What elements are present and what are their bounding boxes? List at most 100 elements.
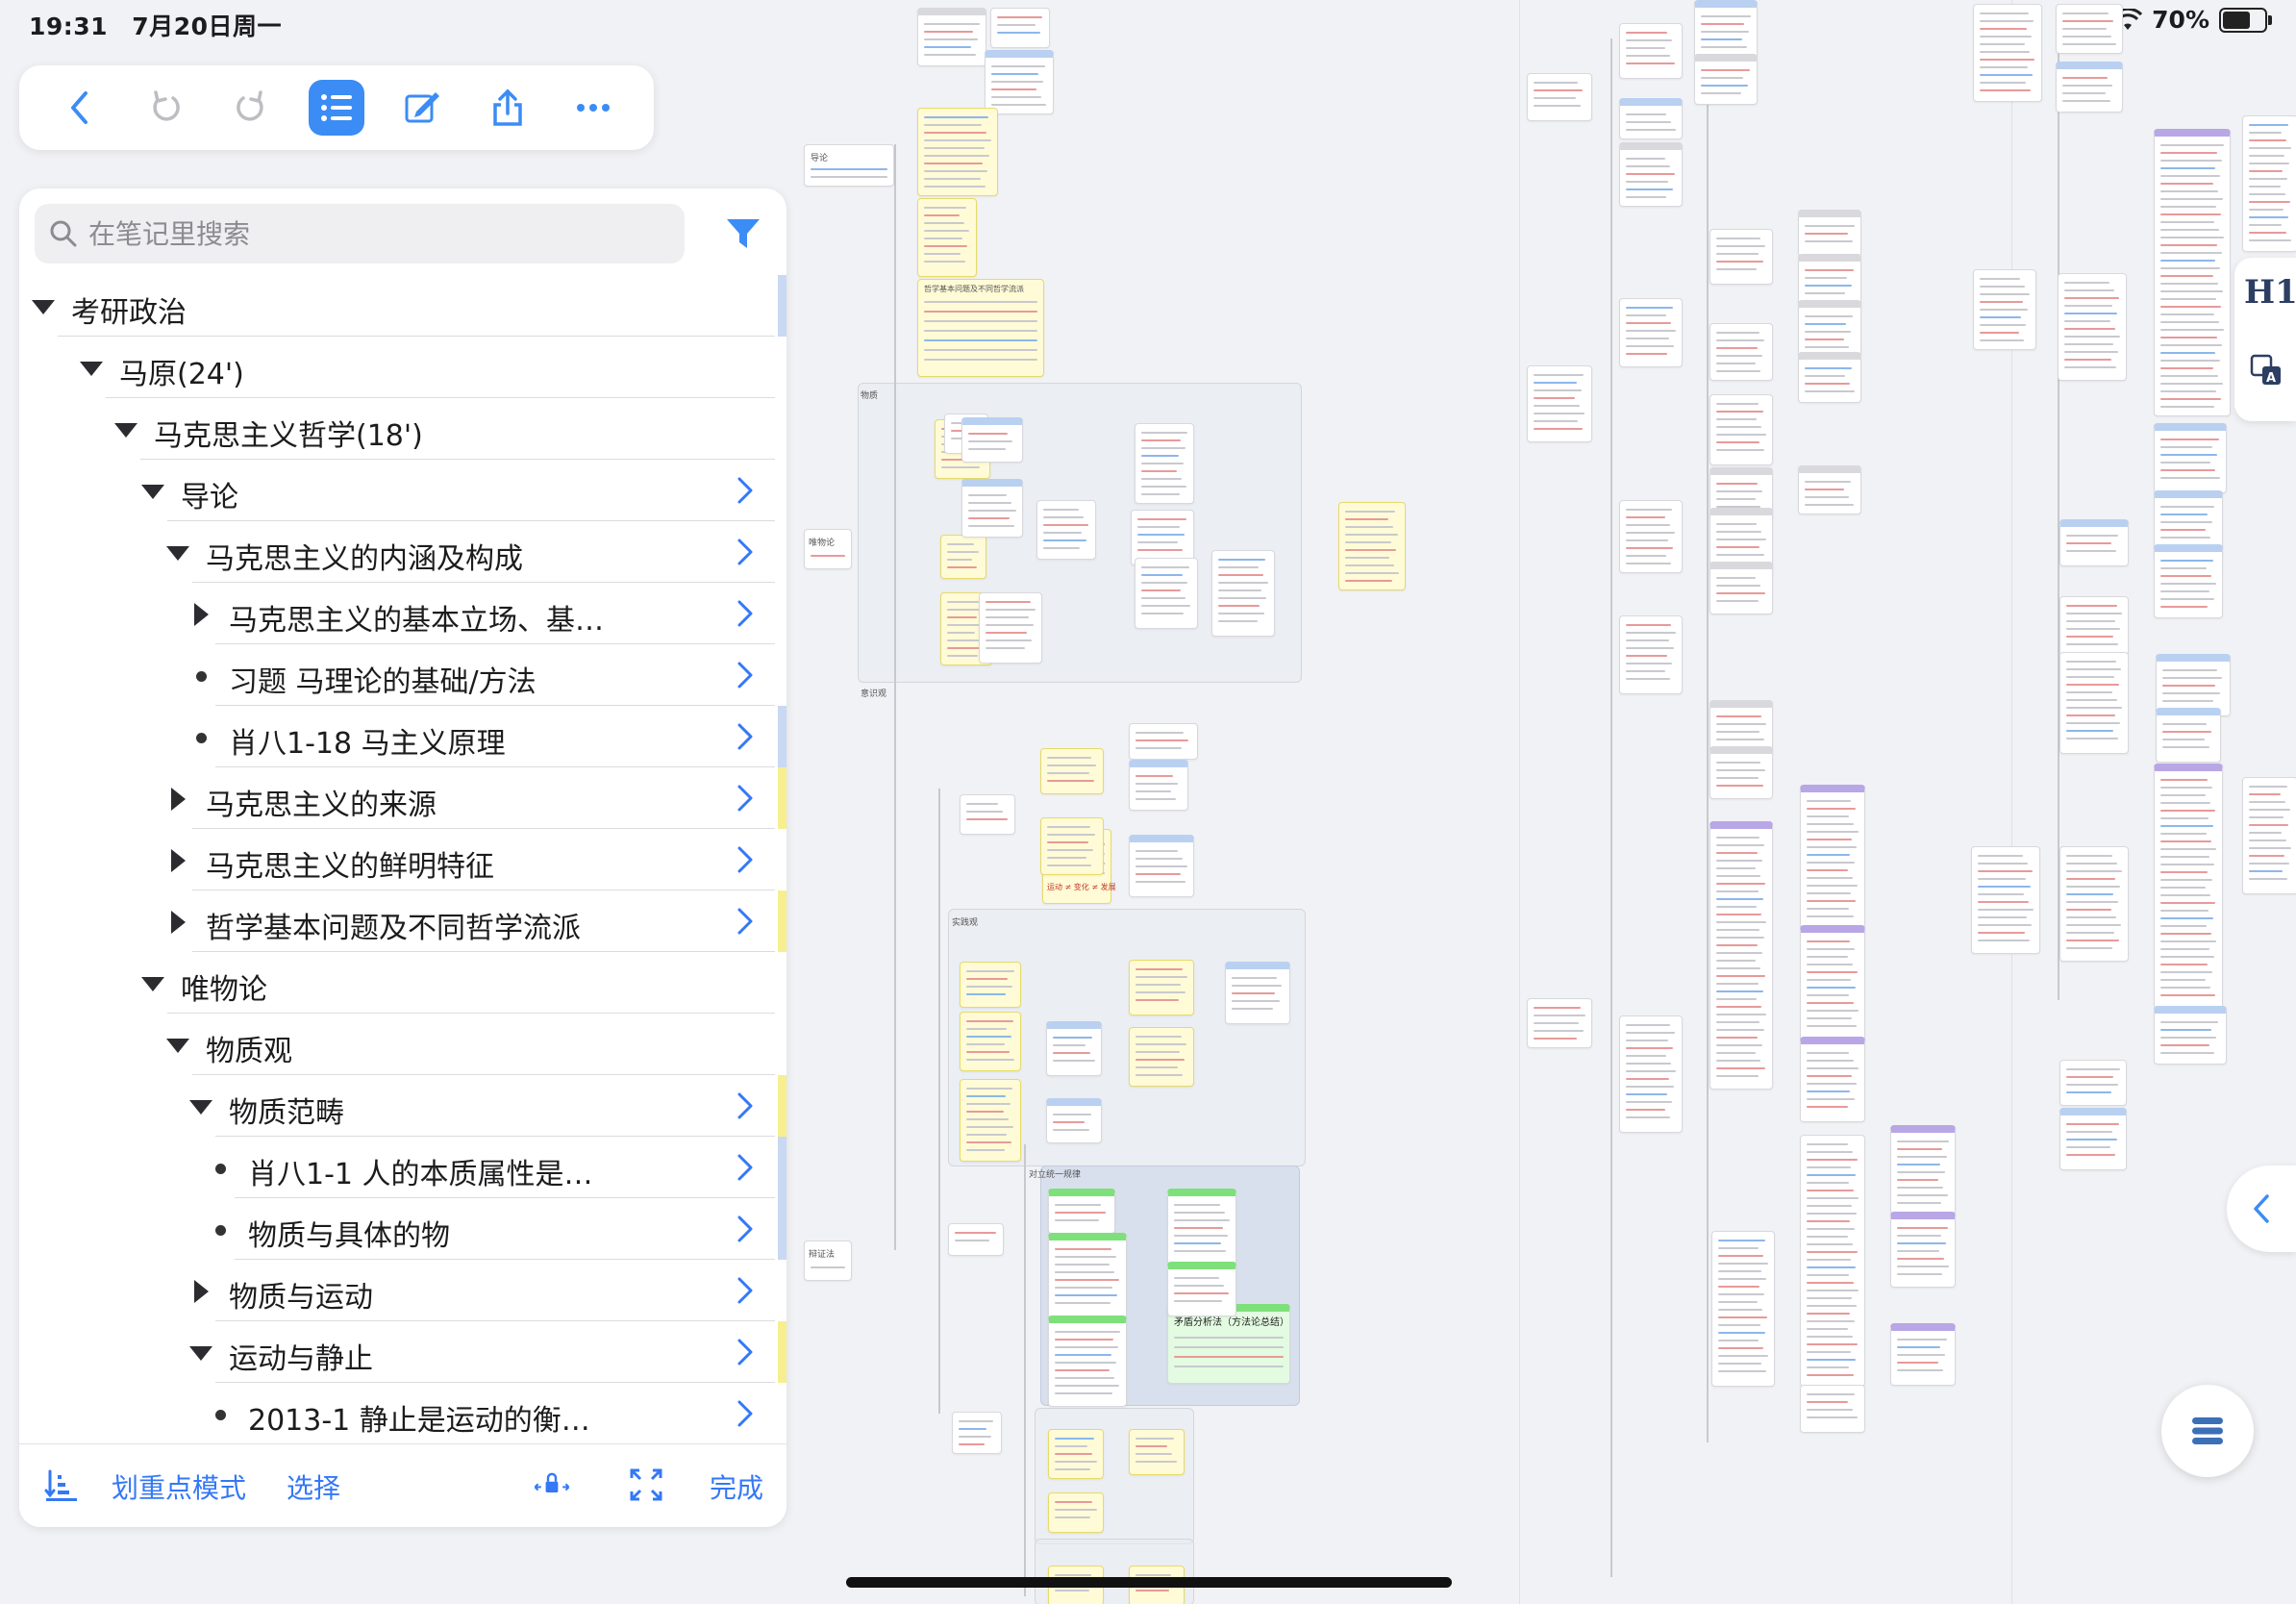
mindmap-note-card[interactable] — [1129, 960, 1194, 1015]
mindmap-note-card[interactable] — [1040, 817, 1104, 875]
mindmap-note-card[interactable] — [2059, 596, 2129, 656]
mindmap-note-card[interactable] — [2059, 1060, 2127, 1106]
mindmap-topic[interactable]: 辩证法 — [804, 1241, 852, 1281]
done-button[interactable]: 完成 — [710, 1472, 764, 1504]
mindmap-note-card[interactable] — [2156, 654, 2231, 716]
mindmap-note-card[interactable] — [1800, 785, 1865, 928]
mindmap-note-card[interactable] — [1619, 142, 1683, 207]
mindmap-note-card[interactable] — [1973, 4, 2042, 102]
mindmap-note-card[interactable] — [1710, 746, 1773, 799]
mindmap-note-card[interactable] — [1798, 210, 1861, 257]
chevron-right-icon[interactable] — [733, 1337, 758, 1367]
mindmap-note-card[interactable] — [2154, 129, 2231, 416]
mindmap-note-card[interactable] — [1619, 615, 1683, 694]
mindmap-note-card[interactable] — [917, 8, 986, 66]
mindmap-note-card[interactable] — [1619, 23, 1683, 79]
outline-row[interactable]: 马克思主义的基本立场、基… — [19, 583, 786, 644]
mindmap-note-card[interactable] — [1798, 254, 1861, 307]
mindmap-note-card[interactable] — [2056, 62, 2123, 113]
outline-row[interactable]: 哲学基本问题及不同哲学流派 — [19, 890, 786, 952]
expand-button[interactable] — [627, 1466, 665, 1504]
mindmap-note-card[interactable] — [917, 198, 977, 277]
outline-row[interactable]: 马原(24') — [19, 337, 786, 398]
mindmap-note-card[interactable] — [1890, 1212, 1956, 1288]
mindmap-note-card[interactable] — [2059, 519, 2129, 566]
mindmap-note-card[interactable] — [2059, 1108, 2127, 1170]
mindmap-topic[interactable]: 唯物论 — [804, 529, 852, 569]
translate-icon[interactable]: A — [2250, 354, 2283, 387]
mindmap-note-card[interactable] — [1800, 1037, 1865, 1122]
mindmap-note-card[interactable] — [2056, 4, 2123, 54]
chevron-right-icon[interactable] — [733, 598, 758, 629]
mindmap-note-card[interactable] — [1135, 423, 1194, 504]
outline-row[interactable]: 物质与运动 — [19, 1260, 786, 1321]
outline-row[interactable]: 肖八1-1 人的本质属性是… — [19, 1137, 786, 1198]
mindmap-note-card[interactable] — [1710, 821, 1773, 1090]
chevron-right-icon[interactable] — [733, 660, 758, 690]
expanded-triangle-icon[interactable] — [77, 354, 106, 383]
mindmap-note-card[interactable] — [1710, 562, 1773, 614]
expanded-triangle-icon[interactable] — [138, 969, 167, 998]
mindmap-note-card[interactable] — [948, 1223, 1004, 1256]
mindmap-note-card[interactable] — [2156, 708, 2221, 763]
mindmap-note-card[interactable] — [1619, 298, 1683, 367]
mindmap-note-card[interactable] — [1710, 394, 1773, 465]
search-field[interactable] — [35, 204, 685, 263]
mindmap-note-card[interactable] — [985, 50, 1054, 114]
mindmap-note-card[interactable] — [990, 8, 1050, 48]
mindmap-note-card[interactable] — [2242, 115, 2296, 252]
outline-row[interactable]: 物质观 — [19, 1014, 786, 1075]
mindmap-note-card[interactable] — [2154, 423, 2227, 493]
outline-row[interactable]: 唯物论 — [19, 952, 786, 1014]
mindmap-note-card[interactable] — [2154, 544, 2223, 618]
mindmap-note-card[interactable] — [1167, 1189, 1236, 1265]
mindmap-note-card[interactable] — [960, 962, 1021, 1008]
mindmap-note-card[interactable] — [1040, 748, 1104, 794]
mindmap-note-card[interactable] — [1890, 1323, 1956, 1386]
mindmap-note-card[interactable] — [1800, 1135, 1865, 1387]
mindmap-note-card[interactable] — [960, 1012, 1021, 1071]
filter-button[interactable] — [719, 210, 767, 258]
mindmap-note-card[interactable] — [960, 1079, 1021, 1162]
chevron-right-icon[interactable] — [733, 537, 758, 567]
mindmap-note-card[interactable] — [917, 108, 998, 196]
mindmap-note-card[interactable] — [1036, 500, 1096, 560]
sort-button[interactable] — [42, 1466, 81, 1504]
outline-row[interactable]: 物质范畴 — [19, 1075, 786, 1137]
mindmap-topic[interactable]: 意识观 — [861, 683, 918, 704]
chevron-right-icon[interactable] — [733, 1152, 758, 1183]
outline-list-button[interactable] — [308, 80, 364, 136]
chevron-right-icon[interactable] — [733, 1090, 758, 1121]
mindmap-note-card[interactable] — [2058, 273, 2127, 381]
mindmap-note-card[interactable] — [1135, 558, 1198, 629]
expanded-triangle-icon[interactable] — [112, 415, 140, 444]
outline-row[interactable]: 马克思主义的鲜明特征 — [19, 829, 786, 890]
mindmap-topic[interactable]: 哲学基本问题及不同哲学流派 — [917, 279, 1044, 377]
mindmap-note-card[interactable] — [1129, 723, 1198, 760]
mindmap-note-card[interactable] — [2154, 1006, 2227, 1065]
outline-fab-button[interactable] — [2161, 1385, 2254, 1477]
mindmap-note-card[interactable] — [2059, 652, 2129, 754]
mindmap-note-card[interactable] — [1129, 760, 1188, 811]
chevron-right-icon[interactable] — [733, 1275, 758, 1306]
select-button[interactable]: 选择 — [287, 1472, 341, 1504]
mindmap-note-card[interactable] — [1048, 1429, 1104, 1479]
collapsed-triangle-icon[interactable] — [187, 600, 215, 629]
mindmap-note-card[interactable] — [2242, 777, 2296, 894]
collapsed-triangle-icon[interactable] — [163, 908, 192, 937]
mindmap-note-card[interactable] — [1710, 323, 1773, 381]
chevron-right-icon[interactable] — [733, 1398, 758, 1429]
mindmap-note-card[interactable] — [1048, 1316, 1127, 1407]
mindmap-note-card[interactable] — [979, 592, 1042, 664]
mindmap-note-card[interactable] — [1527, 73, 1592, 121]
mindmap-note-card[interactable] — [1129, 1429, 1185, 1475]
expanded-triangle-icon[interactable] — [163, 539, 192, 567]
mindmap-note-card[interactable] — [1527, 998, 1592, 1048]
mindmap-topic[interactable]: 物质 — [861, 385, 918, 406]
highlight-mode-button[interactable]: 划重点模式 — [112, 1472, 247, 1504]
edit-note-button[interactable] — [394, 80, 450, 136]
mindmap-note-card[interactable] — [1890, 1125, 1956, 1215]
mindmap-note-card[interactable] — [952, 1412, 1002, 1454]
mindmap-note-card[interactable] — [1046, 1098, 1102, 1143]
mindmap-note-card[interactable] — [1798, 300, 1861, 357]
